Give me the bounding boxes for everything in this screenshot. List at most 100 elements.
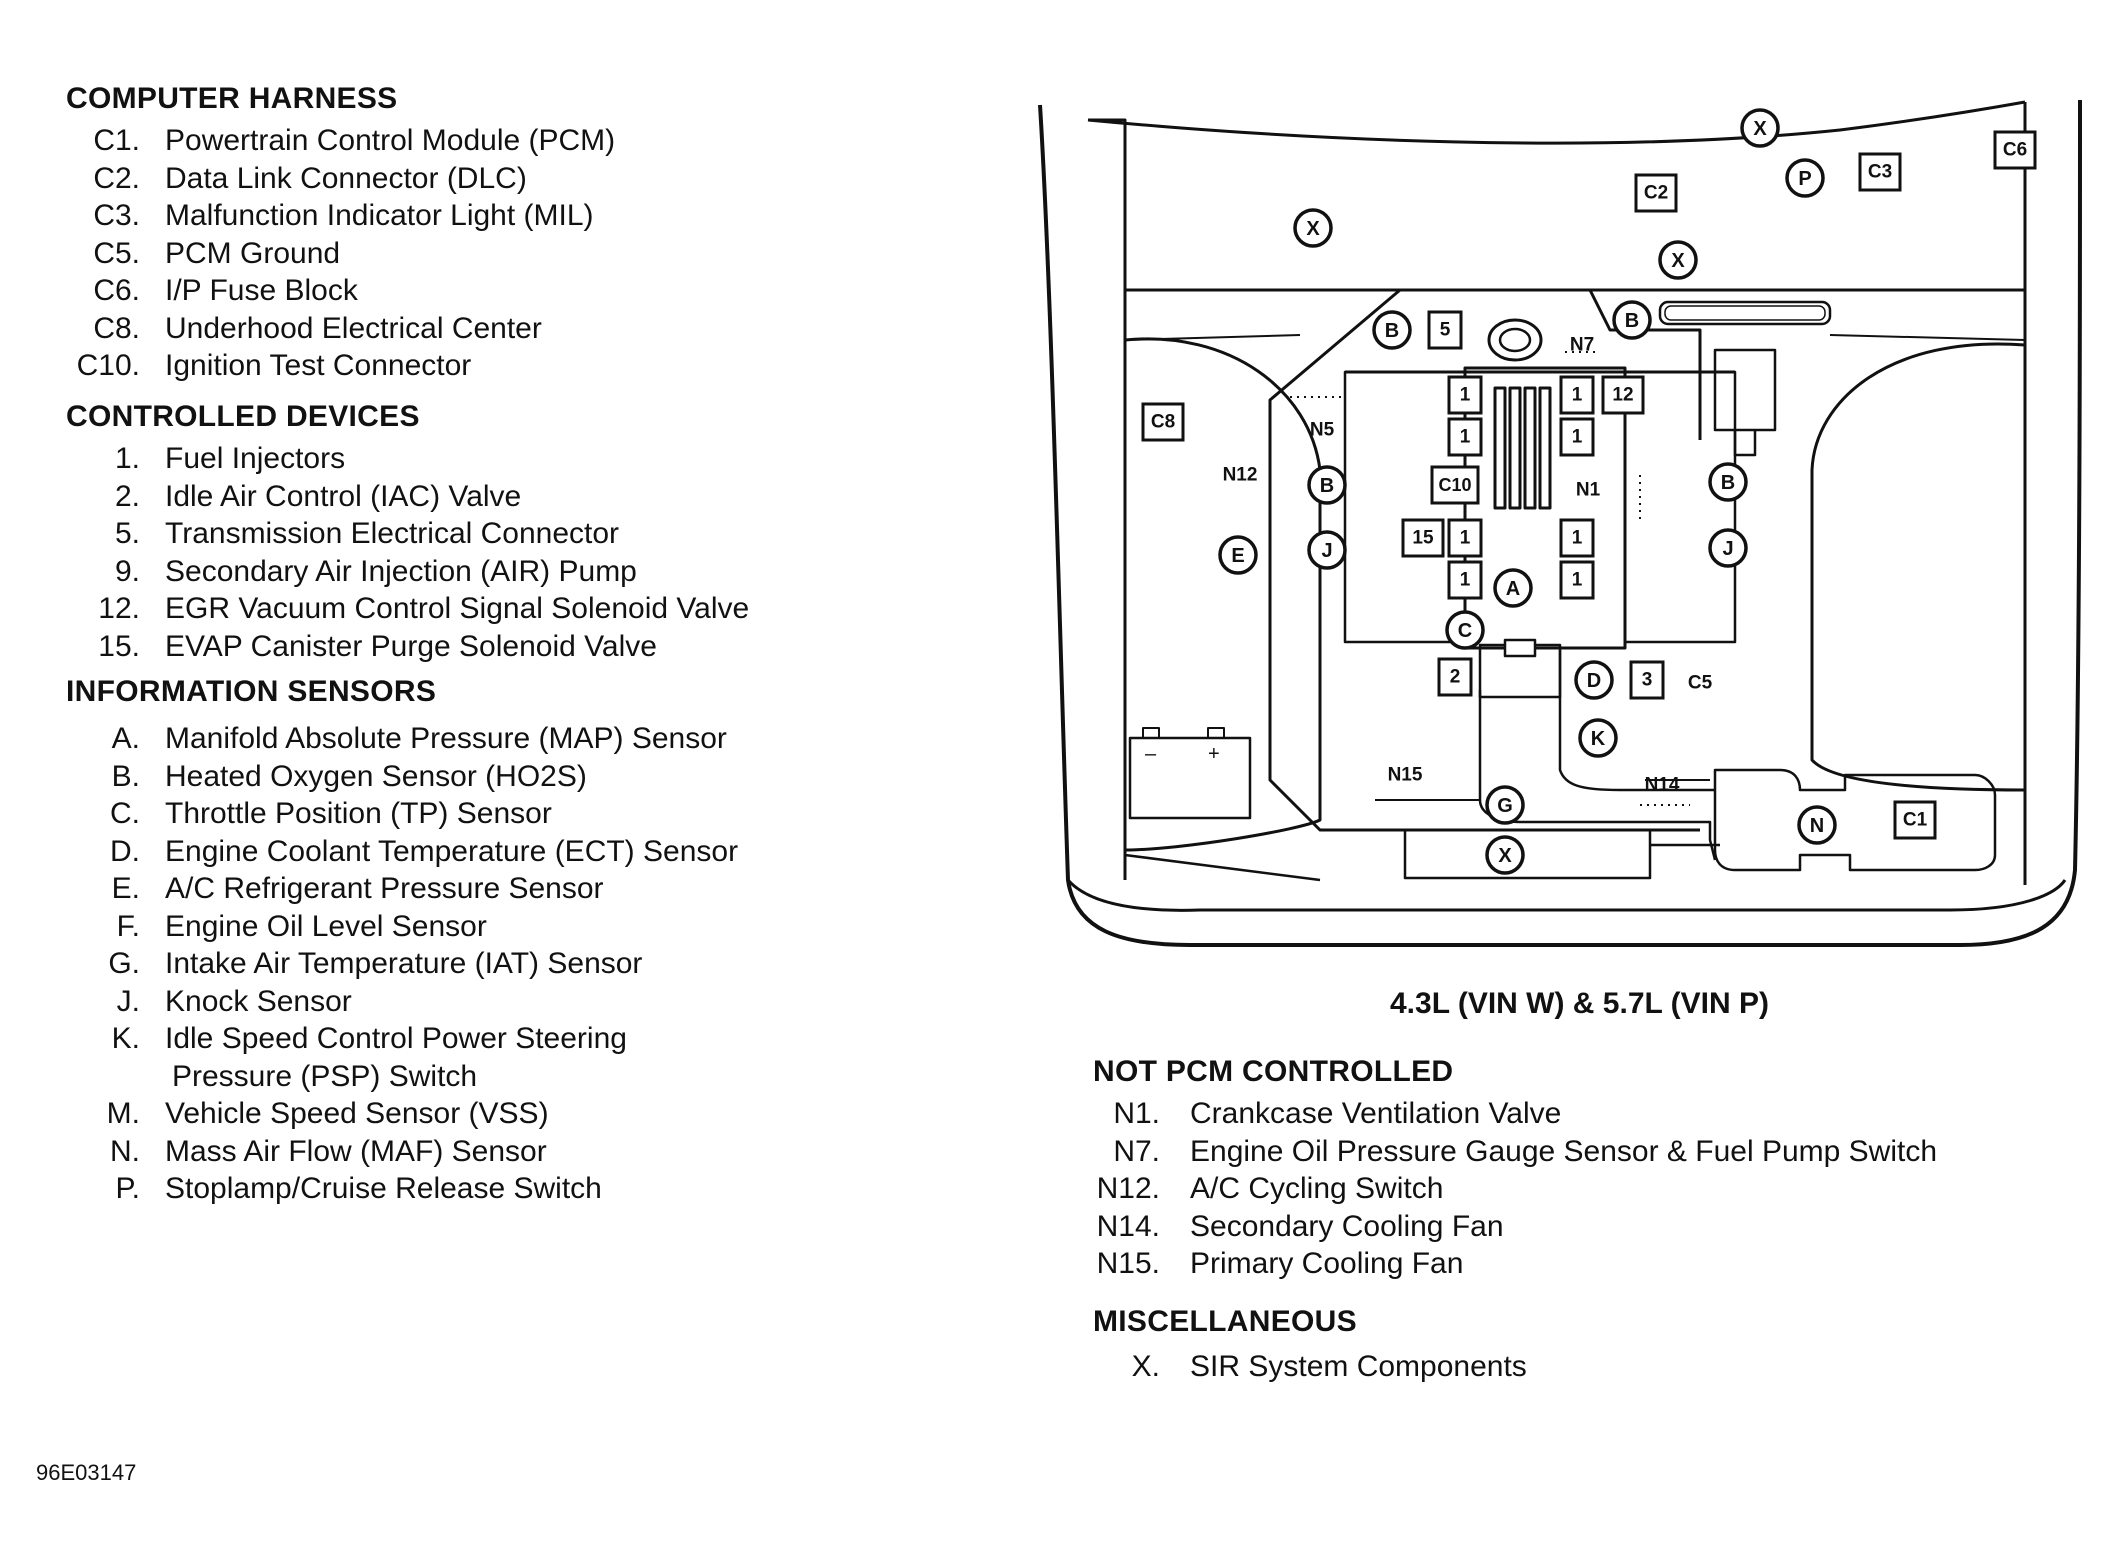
diagram-circle-label-b: B bbox=[1385, 320, 1399, 342]
diagram-circle-label-b: B bbox=[1625, 310, 1639, 332]
diagram-box-iac-valve-2 bbox=[1437, 657, 1473, 697]
air-intake-duct bbox=[1478, 690, 1717, 861]
computer-harness-description: Ignition Test Connector bbox=[165, 349, 472, 382]
computer-harness-code: C6. bbox=[93, 274, 140, 307]
section-controlled-devices-title: CONTROLLED DEVICES bbox=[66, 400, 420, 433]
diagram-circle-a bbox=[1493, 568, 1533, 608]
air-cleaner-duct bbox=[1558, 650, 1715, 792]
battery-neg-sign: – bbox=[1145, 743, 1157, 765]
diagram-box-label-fuel-injector-1: 1 bbox=[1572, 427, 1583, 448]
diagram-box-label-fuel-injector-1: 1 bbox=[1460, 385, 1471, 406]
information-sensor-code: B. bbox=[111, 759, 140, 793]
information-sensor-description: Vehicle Speed Sensor (VSS) bbox=[165, 1097, 549, 1130]
bumper-inner-line bbox=[1066, 878, 2067, 912]
diagram-circle-label-g: G bbox=[1497, 795, 1513, 817]
diagram-circle-n bbox=[1797, 805, 1837, 845]
diagram-box-fuel-injector-1 bbox=[1447, 518, 1483, 558]
miscellaneous-code: X. bbox=[1131, 1350, 1160, 1383]
not-pcm-controlled-code: N14. bbox=[1096, 1209, 1160, 1243]
miscellaneous-description: SIR System Components bbox=[1190, 1350, 1527, 1383]
battery-post-pos bbox=[1207, 727, 1225, 739]
diagram-box-label-c2: C2 bbox=[1644, 183, 1668, 204]
computer-harness-code: C1. bbox=[93, 124, 140, 157]
diagram-box-label-iac-valve-2: 2 bbox=[1450, 667, 1461, 688]
information-sensor-code: G. bbox=[108, 947, 140, 980]
diagram-label-n12: N12 bbox=[1223, 465, 1258, 486]
information-sensor-description: Stoplamp/Cruise Release Switch bbox=[165, 1172, 602, 1205]
diagram-box-fuel-injector-1 bbox=[1447, 375, 1483, 415]
information-sensor-code: F. bbox=[116, 909, 140, 943]
diagram-box-c6 bbox=[1993, 130, 2037, 170]
diagram-circle-label-x: X bbox=[1498, 845, 1512, 867]
not-pcm-controlled-code: N1. bbox=[1113, 1097, 1160, 1130]
inner-left-side bbox=[1088, 118, 1127, 880]
not-pcm-controlled-description: Primary Cooling Fan bbox=[1190, 1247, 1464, 1280]
diagram-box-fuel-injector-1 bbox=[1559, 518, 1595, 558]
diagram-circle-label-c: C bbox=[1458, 620, 1472, 642]
diagram-box-label-fuel-injector-1: 1 bbox=[1460, 570, 1471, 591]
information-sensor-description: Manifold Absolute Pressure (MAP) Sensor bbox=[165, 722, 727, 755]
information-sensor-description: Mass Air Flow (MAF) Sensor bbox=[165, 1134, 547, 1168]
intake-runners bbox=[1493, 386, 1552, 510]
controlled-device-description: Fuel Injectors bbox=[165, 442, 346, 475]
controlled-device-code: 12. bbox=[98, 592, 140, 625]
not-pcm-controlled-description: Secondary Cooling Fan bbox=[1190, 1209, 1504, 1243]
diagram-circle-label-b: B bbox=[1721, 472, 1735, 494]
fuel-hose-top bbox=[1658, 300, 1832, 326]
diagram-box-label-fuel-injector-1: 1 bbox=[1572, 570, 1583, 591]
diagram-circle-k bbox=[1578, 718, 1618, 758]
controlled-device-description: EVAP Canister Purge Solenoid Valve bbox=[165, 629, 657, 663]
air-pump-outlet bbox=[1733, 430, 1757, 457]
information-sensor-code: P. bbox=[115, 1172, 140, 1205]
oil-filler-cap bbox=[1487, 318, 1543, 362]
radiator-support bbox=[1124, 853, 1321, 882]
not-pcm-controlled-code: N7. bbox=[1113, 1134, 1160, 1168]
diagram-circle-label-x: X bbox=[1306, 218, 1320, 240]
diagram-box-egr-solenoid-12 bbox=[1601, 375, 1645, 415]
computer-harness-description: Underhood Electrical Center bbox=[165, 311, 542, 345]
fuel-hose-inner bbox=[1664, 305, 1826, 321]
controlled-device-code: 5. bbox=[114, 517, 140, 550]
information-sensor-code: K. bbox=[111, 1022, 140, 1055]
diagram-circle-x bbox=[1658, 240, 1698, 280]
diagram-box-label-fuel-injector-1: 1 bbox=[1460, 528, 1471, 549]
not-pcm-controlled-description: A/C Cycling Switch bbox=[1190, 1172, 1444, 1205]
diagram-box-c1 bbox=[1893, 800, 1937, 840]
computer-harness-code: C2. bbox=[93, 161, 140, 195]
diagram-caption: 4.3L (VIN W) & 5.7L (VIN P) bbox=[1390, 987, 1769, 1020]
air-pump-body bbox=[1713, 348, 1777, 432]
diagram-circle-b bbox=[1307, 465, 1347, 505]
diagram-circle-c bbox=[1445, 610, 1485, 650]
controlled-device-code: 15. bbox=[98, 629, 140, 663]
diagram-circle-b bbox=[1708, 462, 1748, 502]
throttle-bore bbox=[1503, 638, 1537, 658]
section-miscellaneous-title: MISCELLANEOUS bbox=[1093, 1305, 1357, 1338]
oil-filler-cap-inner bbox=[1498, 327, 1532, 353]
battery-body bbox=[1128, 736, 1252, 820]
information-sensor-code: N. bbox=[110, 1134, 140, 1168]
diagram-circle-x bbox=[1485, 835, 1525, 875]
information-sensor-description: Engine Coolant Temperature (ECT) Sensor bbox=[165, 834, 739, 868]
engine-outline-right bbox=[1588, 289, 1702, 440]
information-sensor-code: E. bbox=[111, 872, 140, 905]
diagram-box-label-fuel-injector-1: 1 bbox=[1460, 427, 1471, 448]
intake-manifold bbox=[1463, 366, 1627, 650]
air-filter-box bbox=[1713, 768, 1997, 872]
diagram-circle-label-d: D bbox=[1587, 670, 1601, 692]
diagram-box-c3 bbox=[1858, 152, 1902, 192]
diagram-circle-label-j: J bbox=[1722, 538, 1733, 560]
diagram-box-label-egr-solenoid-12: 12 bbox=[1612, 385, 1633, 406]
diagram-circle-label-k: K bbox=[1591, 728, 1606, 750]
diagram-label-n1: N1 bbox=[1576, 480, 1601, 501]
diagram-circle-label-e: E bbox=[1231, 545, 1244, 567]
information-sensor-code: C. bbox=[110, 797, 140, 830]
diagram-box-label-fuel-injector-1: 1 bbox=[1572, 528, 1583, 549]
information-sensor-code: D. bbox=[110, 834, 140, 868]
diagram-label-n14: N14 bbox=[1645, 775, 1680, 796]
diagram-box-label-evap-solenoid-15: 15 bbox=[1412, 528, 1434, 549]
diagram-circle-label-x: X bbox=[1753, 118, 1767, 140]
not-pcm-controlled-description: Engine Oil Pressure Gauge Sensor & Fuel … bbox=[1190, 1134, 1938, 1168]
information-sensor-code: M. bbox=[106, 1097, 140, 1130]
diagram-box-label-c3: C3 bbox=[1868, 162, 1892, 183]
